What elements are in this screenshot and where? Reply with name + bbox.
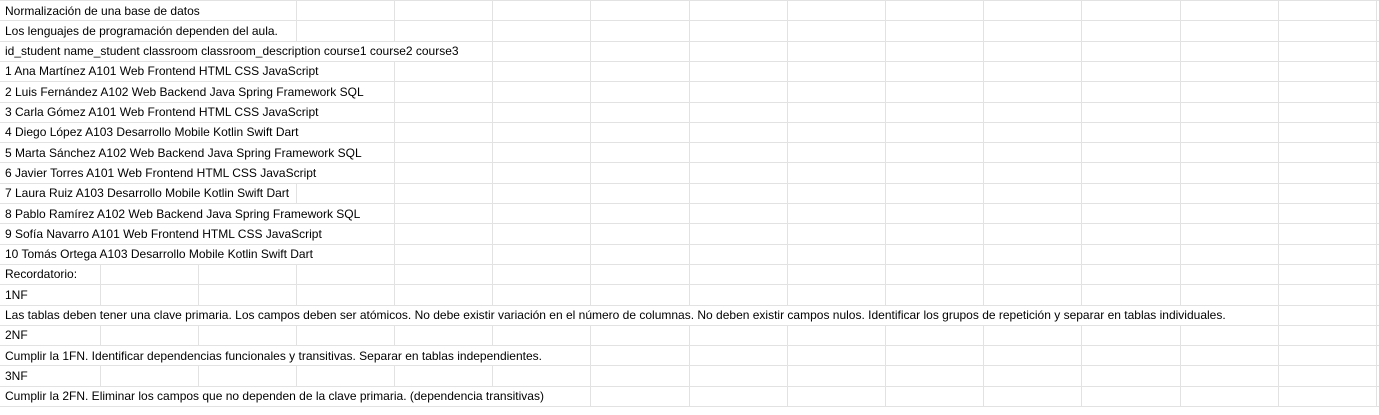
sheet-cell-row-8[interactable]: 5 Marta Sánchez A102 Web Backend Java Sp… bbox=[5, 145, 362, 160]
sheet-cell-row-7[interactable]: 4 Diego López A103 Desarrollo Mobile Kot… bbox=[5, 125, 299, 140]
sheet-cell-row-19[interactable]: 3NF bbox=[5, 368, 28, 383]
sheet-cell-row-4[interactable]: 1 Ana Martínez A101 Web Frontend HTML CS… bbox=[5, 64, 319, 79]
sheet-cell-row-15[interactable]: 1NF bbox=[5, 287, 28, 302]
sheet-cell-row-5[interactable]: 2 Luis Fernández A102 Web Backend Java S… bbox=[5, 84, 364, 99]
sheet-cell-row-2[interactable]: Los lenguajes de programación dependen d… bbox=[5, 23, 278, 38]
sheet-cell-row-17[interactable]: 2NF bbox=[5, 328, 28, 343]
sheet-cell-row-16[interactable]: Las tablas deben tener una clave primari… bbox=[5, 308, 1226, 322]
sheet-cell-row-14[interactable]: Recordatorio: bbox=[5, 267, 78, 282]
sheet-cell-row-3[interactable]: id_student name_student classroom classr… bbox=[5, 44, 459, 59]
sheet-cell-row-6[interactable]: 3 Carla Gómez A101 Web Frontend HTML CSS… bbox=[5, 105, 319, 119]
sheet-cell-row-13[interactable]: 10 Tomás Ortega A103 Desarrollo Mobile K… bbox=[5, 247, 313, 262]
sheet-cell-row-10[interactable]: 7 Laura Ruiz A103 Desarrollo Mobile Kotl… bbox=[5, 186, 290, 201]
sheet-cell-row-18[interactable]: Cumplir la 1FN. Identificar dependencias… bbox=[5, 348, 542, 363]
sheet-cell-row-9[interactable]: 6 Javier Torres A101 Web Frontend HTML C… bbox=[5, 165, 317, 180]
sheet-cell-row-12[interactable]: 9 Sofía Navarro A101 Web Frontend HTML C… bbox=[5, 226, 322, 241]
sheet-cell-row-1[interactable]: Normalización de una base de datos bbox=[5, 3, 200, 18]
sheet-cell-row-11[interactable]: 8 Pablo Ramírez A102 Web Backend Java Sp… bbox=[5, 206, 361, 221]
sheet-cell-row-20[interactable]: Cumplir la 2FN. Eliminar los campos que … bbox=[5, 389, 544, 404]
